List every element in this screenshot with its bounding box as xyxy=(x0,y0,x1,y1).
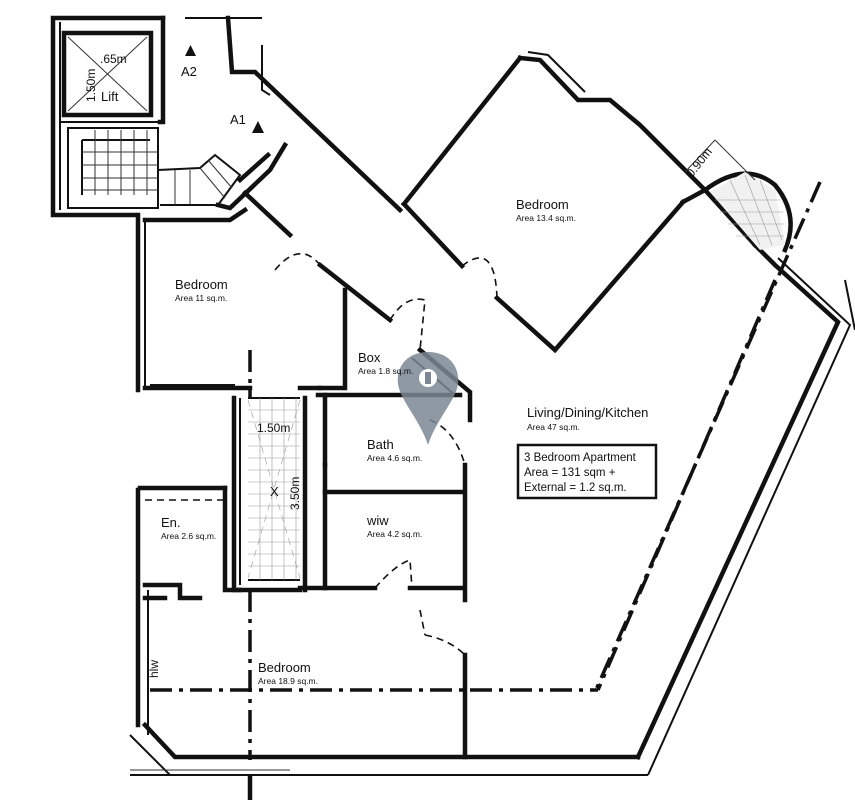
entrance-a1-label: A1 xyxy=(230,112,246,127)
summary-box xyxy=(516,443,658,500)
entrance-a1-marker xyxy=(252,121,264,133)
entrance-a2-label: A2 xyxy=(181,64,197,79)
ensuite-name: En. xyxy=(161,515,181,530)
staircase xyxy=(67,127,242,209)
hlw-label: hlw xyxy=(147,660,161,678)
summary-line1: 3 Bedroom Apartment xyxy=(524,452,637,464)
location-pin-icon xyxy=(397,352,459,445)
bath-name: Bath xyxy=(367,437,394,452)
shaft-x-mark: X xyxy=(270,484,279,499)
living-area: Area 47 sq.m. xyxy=(527,422,580,432)
living-name: Living/Dining/Kitchen xyxy=(527,405,648,420)
bedroom-w-name: Bedroom xyxy=(175,277,228,292)
lift-width-dim: .65m xyxy=(100,52,127,66)
lift-label: Lift xyxy=(101,89,119,104)
shaft-width-dim: 1.50m xyxy=(257,421,290,435)
service-shaft xyxy=(247,398,301,580)
exterior-walls xyxy=(129,51,855,800)
bedroom-s-name: Bedroom xyxy=(258,660,311,675)
bedroom-ne-name: Bedroom xyxy=(516,197,569,212)
balcony-dim: 0.90m xyxy=(683,145,715,180)
labels: Lift .65m 1.50m A2 A1 Bedroom Area 13.4 … xyxy=(84,52,715,686)
summary-line3: External = 1.2 sq.m. xyxy=(524,482,627,494)
wiw-area: Area 4.2 sq.m. xyxy=(367,529,422,539)
bedroom-s-area: Area 18.9 sq.m. xyxy=(258,676,318,686)
bath-area: Area 4.6 sq.m. xyxy=(367,453,422,463)
wiw-name: wiw xyxy=(366,513,389,528)
lift-height-dim: 1.50m xyxy=(84,69,98,102)
box-name: Box xyxy=(358,350,381,365)
balcony xyxy=(684,139,793,253)
doors xyxy=(145,252,498,656)
boundary-lines xyxy=(150,181,822,760)
bedroom-w-area: Area 11 sq.m. xyxy=(175,293,227,303)
ensuite-area: Area 2.6 sq.m. xyxy=(161,531,216,541)
shaft-height-dim: 3.50m xyxy=(288,477,302,510)
summary-line2: Area = 131 sqm + xyxy=(524,467,616,479)
lift-shaft xyxy=(61,30,154,118)
stair-lift-core xyxy=(50,15,404,218)
box-area: Area 1.8 sq.m. xyxy=(358,366,413,376)
entrance-a2-marker xyxy=(185,45,196,56)
interior-walls xyxy=(137,206,473,760)
bedroom-ne-area: Area 13.4 sq.m. xyxy=(516,213,576,223)
